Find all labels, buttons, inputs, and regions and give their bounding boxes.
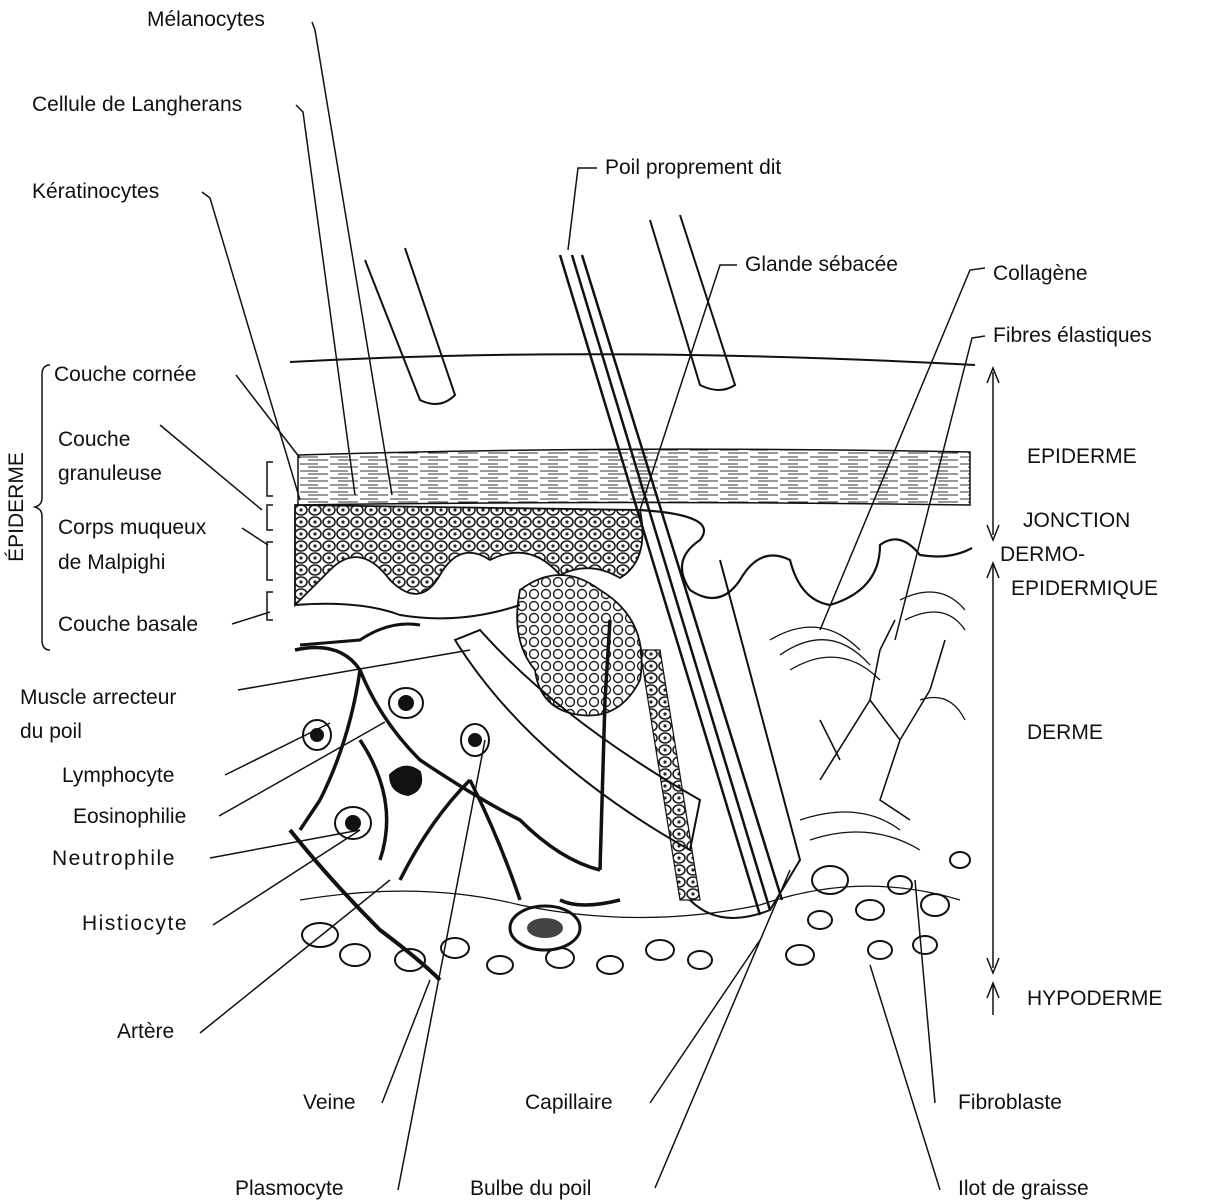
label-couche-granuleuse-line1: Couche (58, 428, 130, 452)
label-veine: Veine (303, 1091, 356, 1115)
label-muscle-arrecteur-line1: Muscle arrecteur (20, 686, 176, 710)
label-couche-basale: Couche basale (58, 613, 198, 637)
label-muscle-arrecteur-line2: du poil (20, 720, 82, 744)
label-ilot-de-graisse: Ilot de graisse (958, 1177, 1089, 1201)
hair-shaft-left (365, 248, 455, 404)
label-lymphocyte: Lymphocyte (62, 764, 174, 788)
vein (300, 624, 420, 645)
artery (290, 830, 440, 980)
hair-shaft-right (650, 215, 735, 390)
zone-label-derme: DERME (1027, 721, 1103, 745)
label-artere: Artère (117, 1020, 174, 1044)
label-capillaire: Capillaire (525, 1091, 613, 1115)
dermal-cells (303, 688, 489, 839)
label-glande-sebacee: Glande sébacée (745, 253, 898, 277)
zone-label-epiderme: EPIDERME (1027, 445, 1137, 469)
label-neutrophile: Neutrophile (52, 847, 176, 871)
label-plasmocyte: Plasmocyte (235, 1177, 344, 1201)
label-fibres-elastiques: Fibres élastiques (993, 324, 1152, 348)
skin-surface-line (290, 354, 975, 365)
label-collagene: Collagène (993, 262, 1088, 286)
label-corps-muqueux-line2: de Malpighi (58, 551, 165, 575)
label-cellule-langherans: Cellule de Langherans (32, 93, 242, 117)
label-fibroblaste: Fibroblaste (958, 1091, 1062, 1115)
basal-border-left (295, 604, 520, 619)
label-bulbe-du-poil: Bulbe du poil (470, 1177, 591, 1201)
label-couche-granuleuse-line2: granuleuse (58, 462, 162, 486)
label-keratinocytes: Kératinocytes (32, 180, 159, 204)
collagen-fibres (770, 592, 965, 850)
label-couche-cornee: Couche cornée (54, 363, 196, 387)
zone-label-jonction-line3: EPIDERMIQUE (1011, 577, 1158, 601)
zone-label-jonction-line1: JONCTION (1023, 509, 1130, 533)
label-histiocyte: Histiocyte (82, 912, 188, 936)
label-eosinophilie: Eosinophilie (73, 805, 186, 829)
fat-cells (302, 852, 970, 974)
sebaceous-gland (517, 575, 642, 716)
label-epiderme-vertical: ÉPIDERME (5, 452, 29, 562)
label-poil-proprement-dit: Poil proprement dit (605, 156, 781, 180)
zone-label-jonction-line2: DERMO- (1000, 543, 1085, 567)
zone-label-hypoderme: HYPODERME (1027, 987, 1162, 1011)
elastic-fibres (820, 620, 945, 820)
label-melanocytes: Mélanocytes (147, 8, 265, 32)
dermo-epidermal-junction (640, 510, 972, 605)
label-corps-muqueux-line1: Corps muqueux (58, 516, 206, 540)
